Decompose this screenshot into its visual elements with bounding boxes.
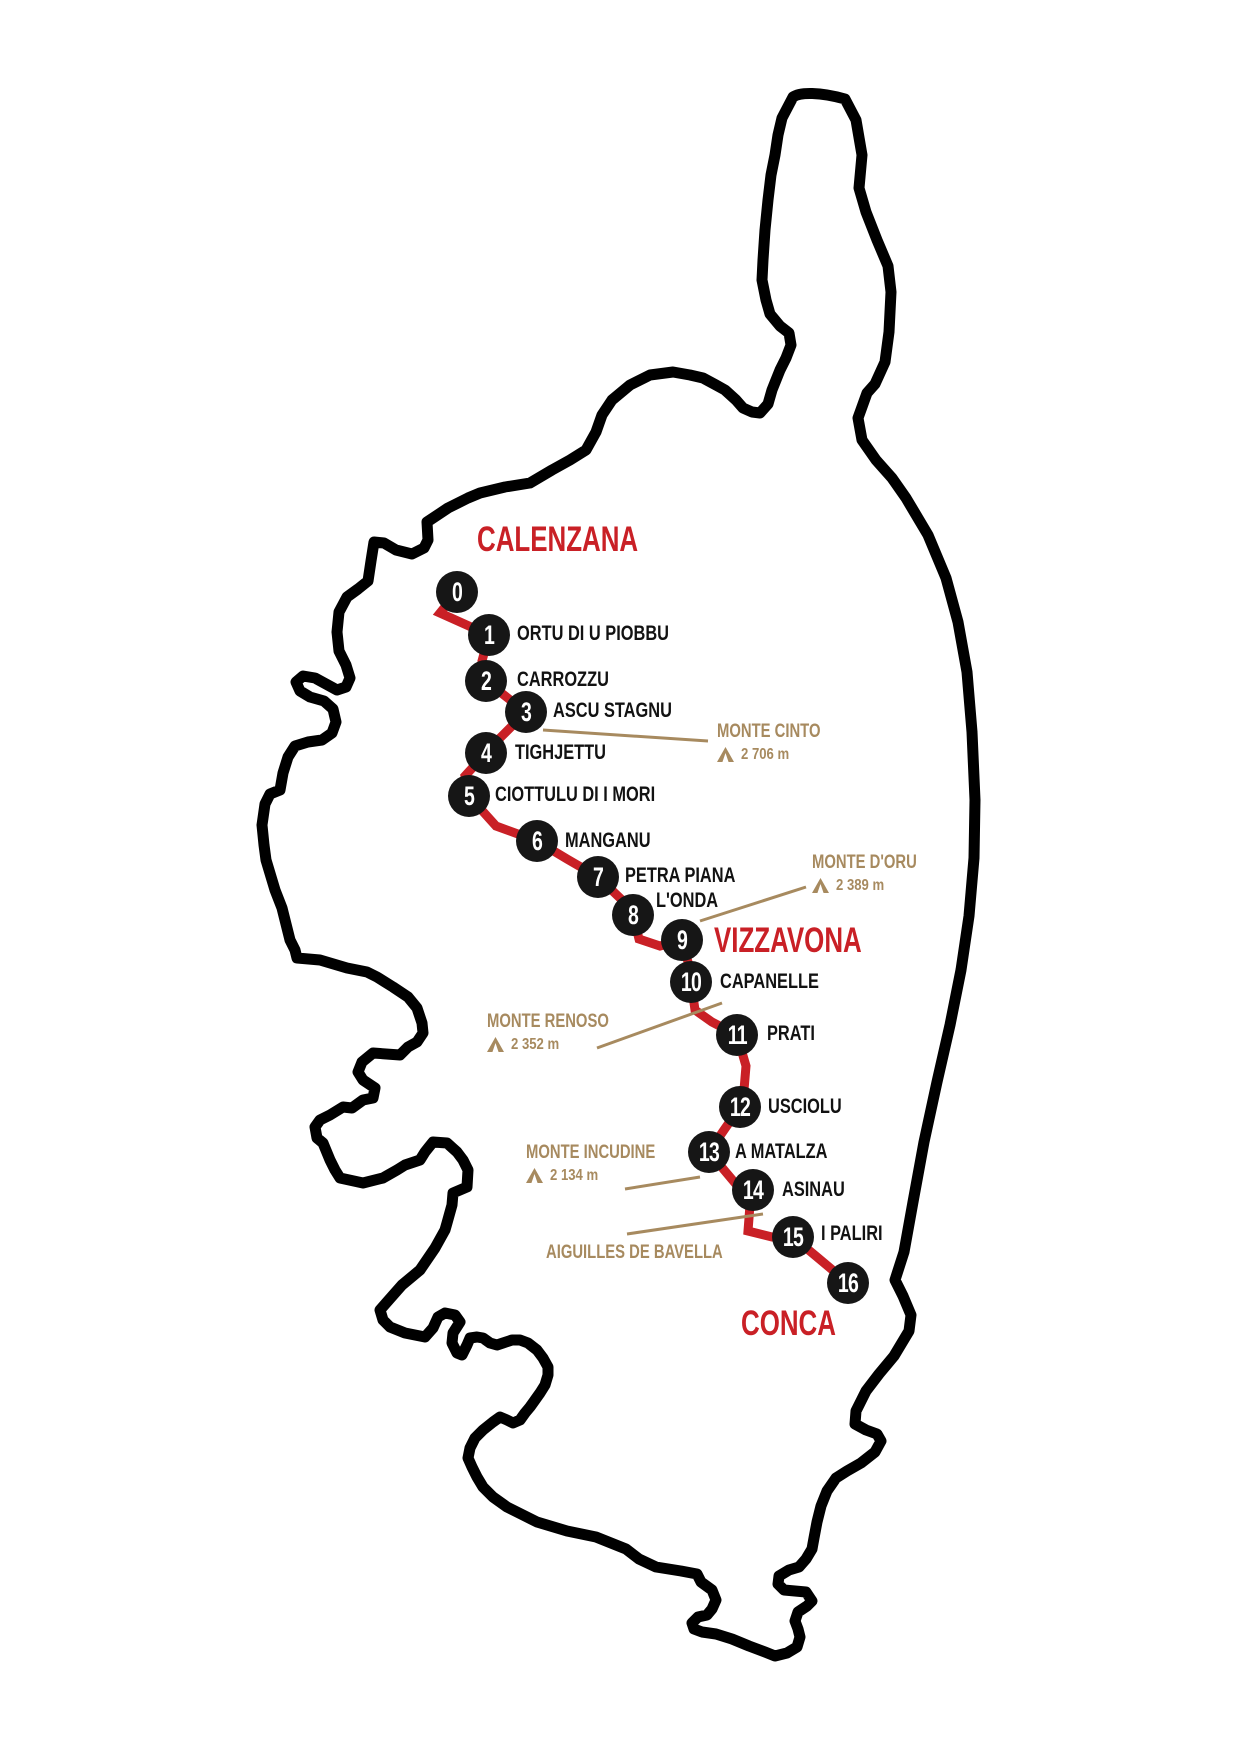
stage-marker-3[interactable]: 3 [505,691,547,733]
peak-elevation: 2 706 m [717,746,850,763]
town-label-vizzavona: VIZZAVONA [714,921,862,960]
peak-elevation: 2 134 m [526,1167,692,1184]
peak-name: MONTE INCUDINE [526,1142,656,1163]
stage-label-a-matalza: A MATALZA [735,1140,828,1163]
stage-label-petra-piana: PETRA PIANA [625,864,736,887]
peak-monte-renoso: MONTE RENOSO 2 352 m [487,1012,643,1053]
stage-marker-12[interactable]: 12 [719,1086,761,1128]
peak-aiguilles-de-bavella: AIGUILLES DE BAVELLA [546,1243,773,1263]
stage-label-asinau: ASINAU [782,1178,845,1201]
stage-label-londa: L'ONDA [656,889,719,912]
stage-marker-5[interactable]: 5 [448,775,490,817]
stage-label-carrozzu: CARROZZU [517,668,609,691]
stage-marker-13[interactable]: 13 [688,1131,730,1173]
peak-name: MONTE CINTO [717,721,821,742]
leader-aiguilles-bavella [626,1212,764,1236]
stage-marker-9[interactable]: 9 [661,919,703,961]
stage-marker-11[interactable]: 11 [716,1014,758,1056]
peak-icon [487,1037,504,1052]
stage-label-usciolu: USCIOLU [768,1095,842,1118]
leader-monte-incudine [624,1175,701,1191]
peak-icon [717,747,734,762]
stage-marker-15[interactable]: 15 [772,1216,814,1258]
peak-name: MONTE RENOSO [487,1011,609,1032]
stage-marker-2[interactable]: 2 [465,660,507,702]
peak-icon [812,878,829,893]
stage-label-ascu-stagnu: ASCU STAGNU [553,699,672,722]
stage-label-manganu: MANGANU [565,829,651,852]
peak-icon [526,1168,543,1183]
stage-marker-10[interactable]: 10 [670,961,712,1003]
peak-name: AIGUILLES DE BAVELLA [546,1242,723,1263]
stage-label-prati: PRATI [767,1022,815,1045]
stage-marker-7[interactable]: 7 [577,856,619,898]
stage-label-tighjettu: TIGHJETTU [515,741,607,764]
stage-marker-0[interactable]: 0 [436,571,478,613]
town-label-conca: CONCA [741,1304,836,1343]
stage-label-capanelle: CAPANELLE [720,970,819,993]
peak-name: MONTE D'ORU [812,852,917,873]
peak-monte-incudine: MONTE INCUDINE 2 134 m [526,1143,692,1184]
stage-label-ciottulu-di-i-mori: CIOTTULU DI I MORI [495,783,656,806]
peak-monte-doru: MONTE D'ORU 2 389 m [812,853,946,894]
peak-elevation: 2 389 m [812,877,946,894]
stage-marker-16[interactable]: 16 [827,1262,869,1304]
leader-monte-cinto [542,728,709,743]
leader-monte-doru [699,885,807,923]
peak-elevation: 2 352 m [487,1036,643,1053]
corsica-outline [256,88,981,1662]
stage-marker-6[interactable]: 6 [516,820,558,862]
peak-monte-cinto: MONTE CINTO 2 706 m [717,722,850,763]
town-label-calenzana: CALENZANA [477,520,639,559]
leader-monte-renoso [596,1001,723,1050]
stage-marker-1[interactable]: 1 [468,614,510,656]
stage-marker-14[interactable]: 14 [732,1169,774,1211]
stage-marker-4[interactable]: 4 [465,732,507,774]
stage-label-ortu-di-u-piobbu: ORTU DI U PIOBBU [517,622,669,645]
stage-label-i-paliri: I PALIRI [821,1222,883,1245]
stage-marker-8[interactable]: 8 [612,894,654,936]
